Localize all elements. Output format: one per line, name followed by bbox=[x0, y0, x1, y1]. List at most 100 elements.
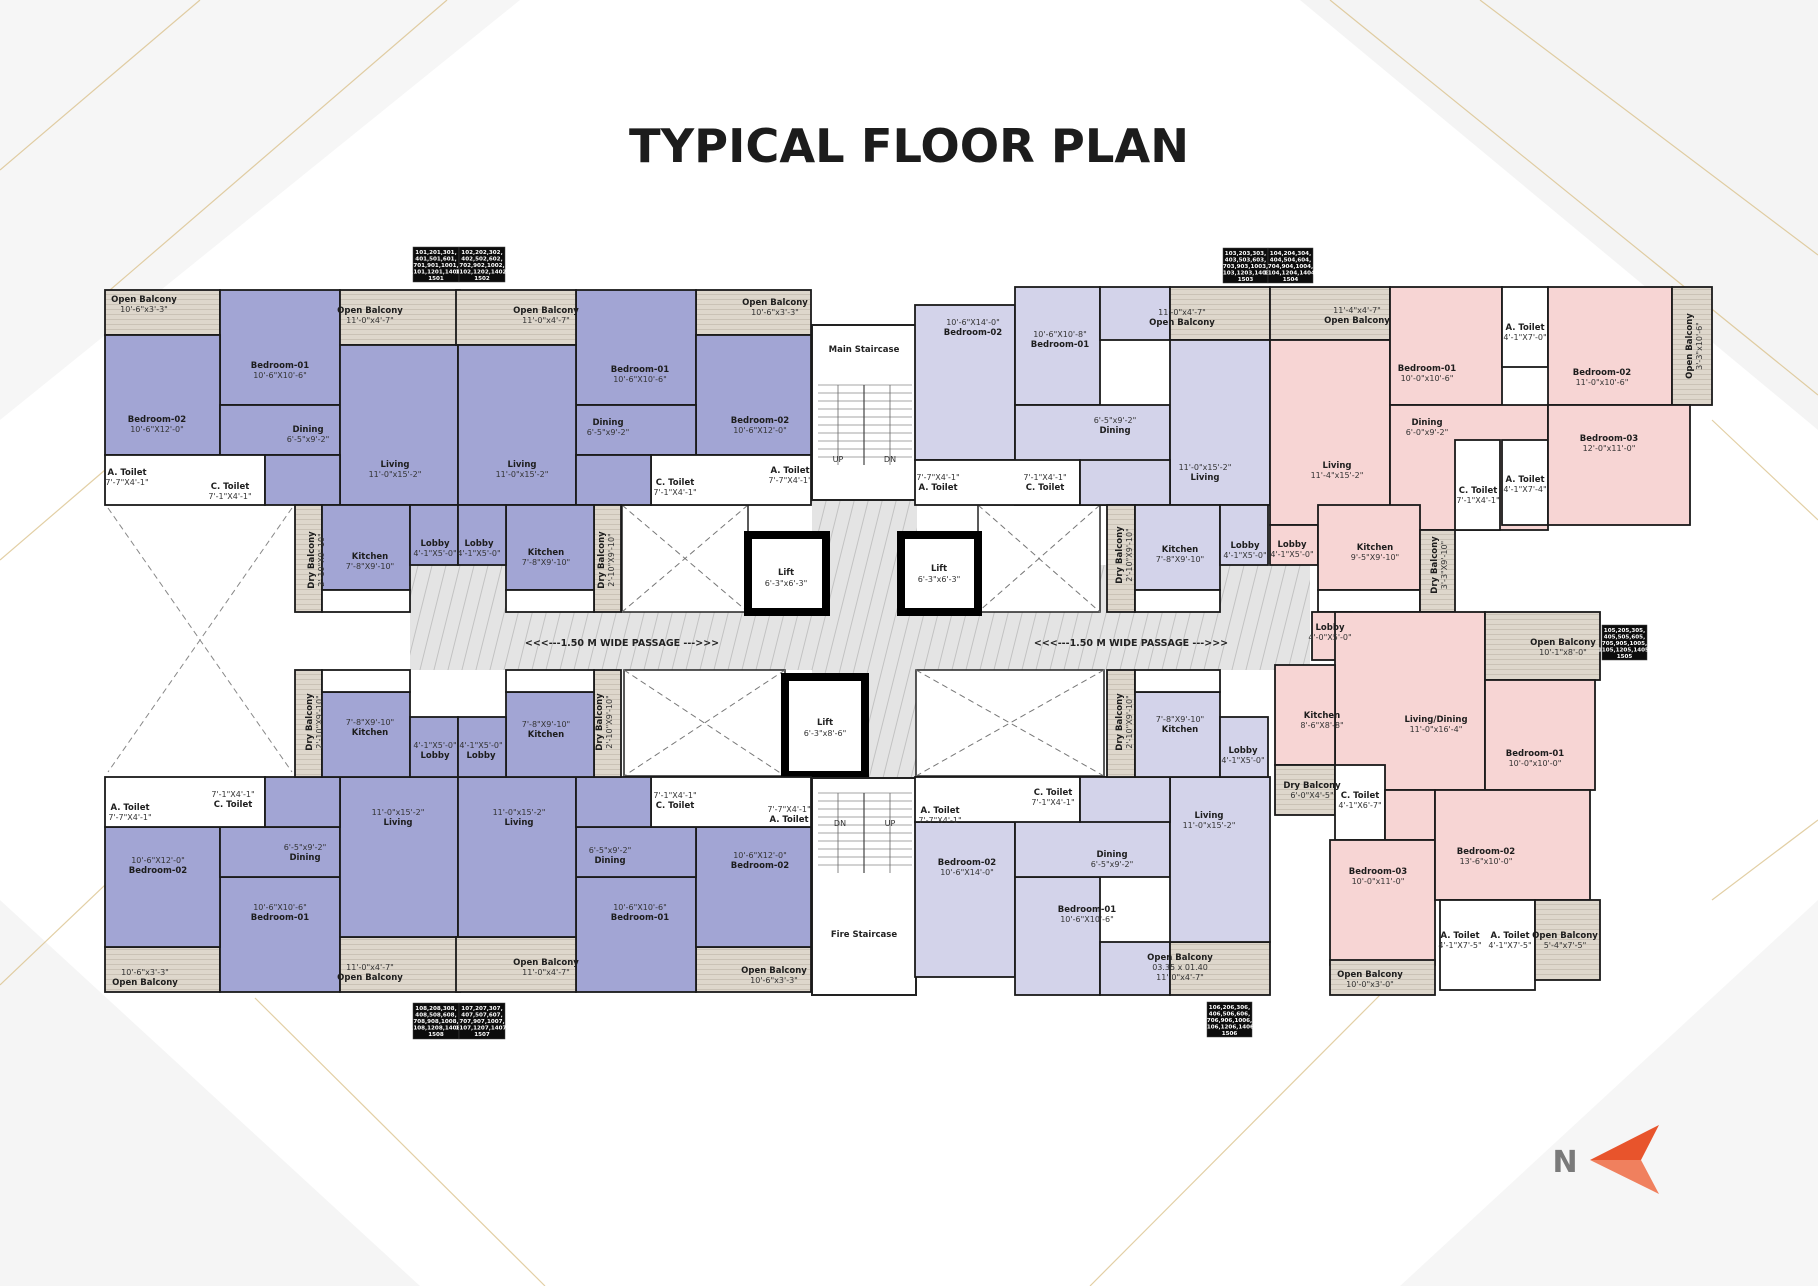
room-name: Dry Balcony bbox=[305, 693, 315, 751]
room-area bbox=[1384, 789, 1436, 841]
room-size: 4'-1"X7'-5" bbox=[1438, 941, 1481, 950]
room-size: 6'-5"x9'-2" bbox=[587, 428, 630, 437]
room-area bbox=[219, 876, 341, 993]
wet-area bbox=[1454, 439, 1501, 531]
room-name: Lobby bbox=[1229, 746, 1258, 756]
room-name: Open Balcony bbox=[337, 306, 403, 316]
flat-number-tag: 106,206,306,406,506,606,706,906,1006,110… bbox=[1203, 1001, 1256, 1038]
room-name: Lobby bbox=[467, 751, 496, 761]
flat-number-tag: 107,207,307,407,507,607,707,907,1007,110… bbox=[455, 1002, 509, 1040]
room-name: Kitchen bbox=[528, 548, 564, 558]
room-size: 11'-0"x15'-2" bbox=[1183, 821, 1236, 830]
flat-numbers-line: 1108,1208,1408, bbox=[409, 1026, 462, 1032]
room-size: 11'-0"x4'-7" bbox=[522, 316, 570, 325]
room-size: 7'-8"X9'-10" bbox=[522, 558, 570, 567]
room-area bbox=[1269, 339, 1391, 526]
flat-numbers-line: 1101,1201,1401, bbox=[409, 270, 462, 276]
room-name: Bedroom-02 bbox=[731, 861, 789, 871]
room-size: 10'-6"X10'-6" bbox=[1060, 915, 1114, 924]
balcony-area bbox=[593, 504, 622, 613]
balcony-area bbox=[455, 936, 577, 993]
room-name: Open Balcony bbox=[1324, 316, 1390, 326]
balcony-area bbox=[339, 289, 461, 346]
room-area bbox=[1099, 286, 1171, 341]
flat-numbers-line: 1107,1207,1407, bbox=[455, 1026, 508, 1032]
room-name: Open Balcony bbox=[112, 978, 178, 988]
room-name: Kitchen bbox=[1162, 545, 1198, 555]
bg-gold-line bbox=[1089, 994, 1381, 1286]
room-area bbox=[575, 289, 697, 406]
room-size: 11'-0"x16'-4" bbox=[1410, 725, 1463, 734]
room-name: C. Toilet bbox=[1341, 791, 1380, 801]
balcony-area bbox=[1269, 286, 1391, 341]
wet-area bbox=[914, 776, 1081, 823]
wet-area bbox=[1501, 286, 1549, 368]
room-name: A. Toilet bbox=[1490, 931, 1529, 941]
room-name: Bedroom-02 bbox=[1457, 847, 1515, 857]
unit-102 bbox=[455, 289, 812, 613]
flat-numbers-line: 104,204,304, bbox=[1270, 251, 1311, 257]
room-area bbox=[321, 504, 411, 591]
flat-numbers-line: 408,508,608, bbox=[415, 1013, 456, 1019]
room-name: Open Balcony bbox=[337, 973, 403, 983]
room-size: 10'-6"x3'-3" bbox=[120, 305, 168, 314]
stair-direction-label: DN bbox=[884, 455, 896, 464]
room-size: 4'-1"X5'-0" bbox=[413, 741, 456, 750]
flat-number-tag: 105,205,305,405,505,605,705,905,1005,110… bbox=[1598, 624, 1651, 661]
room-area bbox=[695, 826, 812, 948]
room-size-imperial: 11'-0"x4'-7" bbox=[1156, 973, 1204, 982]
room-size: 10'-6"X12'-0" bbox=[130, 425, 184, 434]
room-labels: Open Balcony10'-6"x3'-3"Bedroom-0110'-6"… bbox=[105, 295, 1704, 989]
room-name: Bedroom-02 bbox=[128, 415, 186, 425]
room-name: C. Toilet bbox=[211, 482, 250, 492]
wet-area bbox=[505, 589, 595, 613]
room-size: 11'-0"x15'-2" bbox=[372, 808, 425, 817]
room-name: C. Toilet bbox=[656, 478, 695, 488]
room-size: 4'-1"X7'-0" bbox=[1503, 333, 1546, 342]
room-size: 7'-1"X4'-1" bbox=[1456, 496, 1499, 505]
room-name: Lobby bbox=[421, 539, 450, 549]
room-size: 6'-0"x9'-2" bbox=[1406, 428, 1449, 437]
open-to-sky-void bbox=[977, 504, 1101, 613]
balcony-area bbox=[1329, 959, 1436, 996]
room-area bbox=[219, 404, 341, 456]
room-size: 10'-6"X10'-6" bbox=[253, 371, 307, 380]
room-area bbox=[914, 821, 1016, 978]
room-name: Dining bbox=[1096, 850, 1127, 860]
flat-number-tag: 108,208,308,408,508,608,708,908,1008,110… bbox=[409, 1002, 463, 1040]
room-name: A. Toilet bbox=[110, 803, 149, 813]
flat-numbers-line: 105,205,305, bbox=[1604, 628, 1645, 634]
room-size: 11'-0"x15'-2" bbox=[369, 470, 422, 479]
unit-108 bbox=[104, 669, 461, 993]
room-size: 11'-4"x4'-7" bbox=[1333, 306, 1381, 315]
room-size: 7'-1"X4'-1" bbox=[211, 790, 254, 799]
room-area bbox=[457, 344, 577, 506]
room-area bbox=[1169, 776, 1271, 943]
room-area bbox=[1099, 941, 1171, 996]
room-name: A. Toilet bbox=[918, 483, 957, 493]
room-area bbox=[1079, 459, 1171, 506]
